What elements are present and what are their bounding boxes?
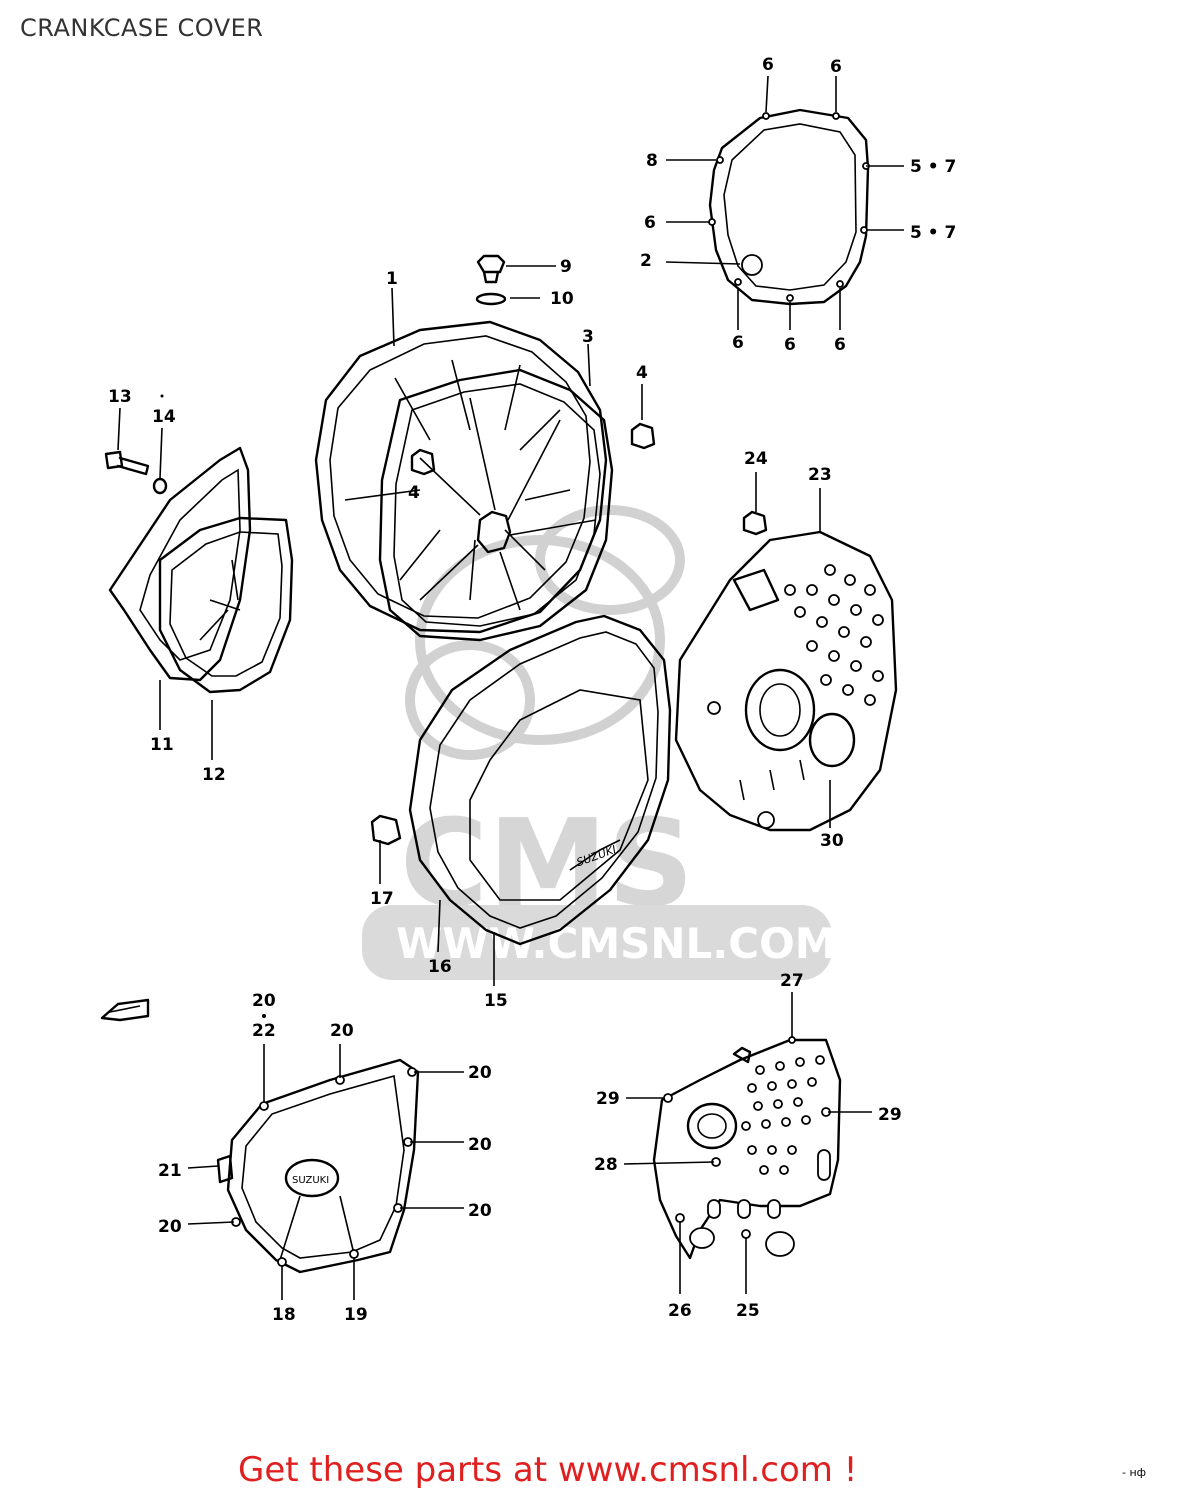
callout-label: 20 xyxy=(468,1201,492,1221)
starter-clutch-gasket-part xyxy=(158,516,294,694)
callout-label: 2 xyxy=(640,251,652,271)
clutch-cover-gasket-part xyxy=(708,108,870,306)
callout-label: 8 xyxy=(646,151,658,171)
callout-label: 30 xyxy=(820,831,844,851)
callout-label: 19 xyxy=(344,1305,368,1325)
callout-label: 12 xyxy=(202,765,226,785)
callout-label: 6 xyxy=(644,213,656,233)
callout-label: 11 xyxy=(150,735,174,755)
bolt-and-washer-part xyxy=(104,450,168,495)
callout-label: 4 xyxy=(636,363,648,383)
callout-label: 27 xyxy=(780,971,804,991)
callout-label: 3 xyxy=(582,327,594,347)
callout-label: 20 xyxy=(252,991,276,1011)
front-direction-arrow-icon xyxy=(100,998,150,1022)
callout-label: 20 xyxy=(468,1063,492,1083)
callout-label: 10 xyxy=(550,289,574,309)
callout-label: 26 xyxy=(668,1301,692,1321)
callout-label: 6 xyxy=(830,57,842,77)
callout-label: 15 xyxy=(484,991,508,1011)
callout-label: 28 xyxy=(594,1155,618,1175)
callout-label: 24 xyxy=(744,449,768,469)
callout-leader-lines xyxy=(117,75,904,1300)
callout-label: 29 xyxy=(878,1105,902,1125)
callout-label: 5 • 7 xyxy=(910,157,956,177)
callout-label: 6 xyxy=(732,333,744,353)
callout-label: 6 xyxy=(834,335,846,355)
callout-label: 25 xyxy=(736,1301,760,1321)
callout-label: 13 xyxy=(108,387,132,407)
page-title: CRANKCASE COVER xyxy=(20,14,264,42)
watermark-url-text: WWW.CMSNL.COM xyxy=(396,919,837,968)
callout-labels: 1 2 3 4 4 5 • 7 5 • 7 6 6 6 6 6 6 8 9 10… xyxy=(108,55,956,1325)
callout-label: 29 xyxy=(596,1089,620,1109)
cmsnl-watermark: CMS WWW.CMSNL.COM xyxy=(362,505,837,980)
callout-label: 22 xyxy=(252,1021,276,1041)
clutch-cover-vent-holes xyxy=(784,564,884,706)
corner-code-text: - нф xyxy=(1122,1466,1147,1479)
small-cover-vent-holes xyxy=(741,1055,825,1175)
callout-label: 6 xyxy=(784,335,796,355)
callout-label: 16 xyxy=(428,957,452,977)
callout-label: 23 xyxy=(808,465,832,485)
small-clutch-cover-part xyxy=(652,1036,842,1260)
starter-clutch-cover-part xyxy=(108,446,252,682)
crankcase-cover-part xyxy=(314,320,608,634)
dowel-pins-part xyxy=(370,422,768,846)
callout-label: 4 xyxy=(408,483,420,503)
callout-label: 20 xyxy=(468,1135,492,1155)
oil-filler-cap-part xyxy=(475,254,507,306)
callout-label: 9 xyxy=(560,257,572,277)
clutch-cover-part xyxy=(674,530,898,832)
promo-link[interactable]: Get these parts at www.cmsnl.com ! xyxy=(238,1450,858,1490)
callout-label: 21 xyxy=(158,1161,182,1181)
callout-label: 18 xyxy=(272,1305,296,1325)
generator-cover-stamp-text: SUZUKI xyxy=(292,1175,329,1186)
callout-label: 5 • 7 xyxy=(910,223,956,243)
callout-label: 20 xyxy=(158,1217,182,1237)
callout-label: 20 xyxy=(330,1021,354,1041)
generator-cover-part: SUZUKI xyxy=(216,1058,420,1274)
callout-label: 14 xyxy=(152,407,176,427)
callout-label: 1 xyxy=(386,269,398,289)
crankcase-cover-gasket-part xyxy=(378,368,614,642)
callout-label: 6 xyxy=(762,55,774,75)
callout-label: 17 xyxy=(370,889,394,909)
